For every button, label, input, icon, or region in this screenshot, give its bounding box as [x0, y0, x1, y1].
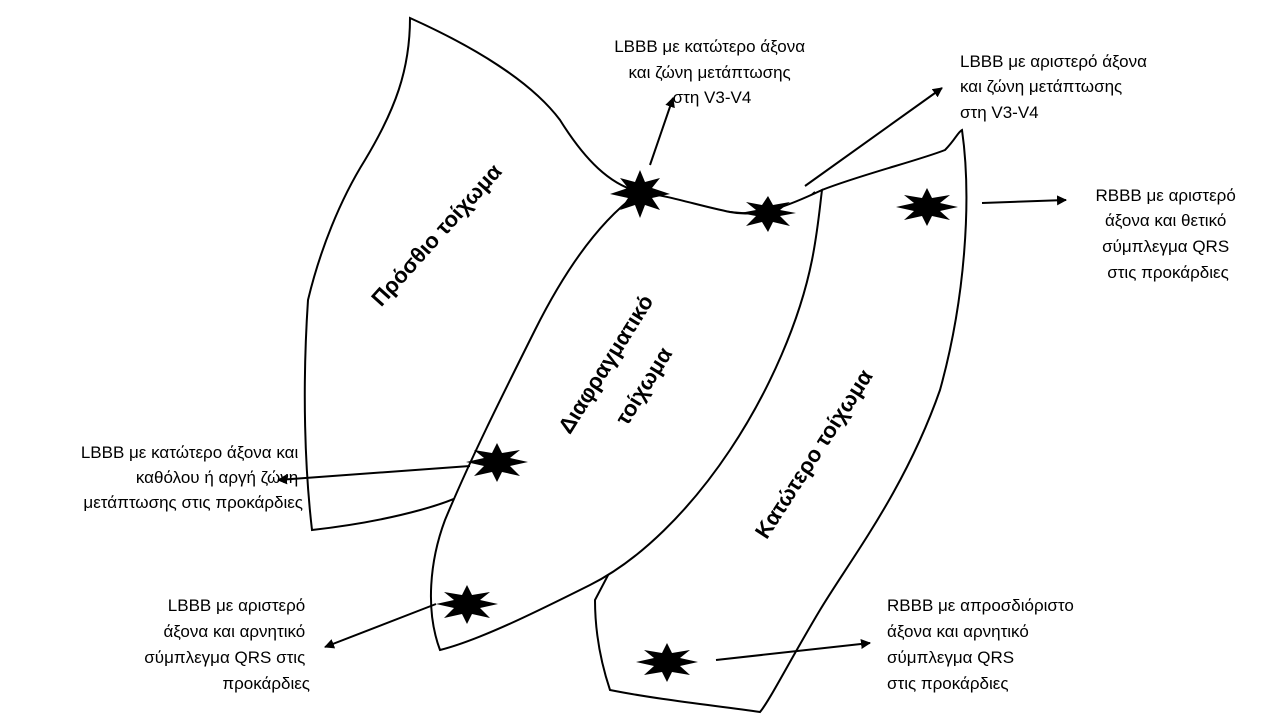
annotation-left-bottom: LBBB με αριστερό άξονα και αρνητικό σύμπ… — [144, 596, 310, 693]
annotation-top-right: LBBB με αριστερό άξονα και ζώνη μετάπτωσ… — [960, 52, 1152, 122]
annotation-left-middle: LBBB με κατώτερο άξονα και καθόλου ή αργ… — [81, 443, 303, 512]
arrow — [982, 200, 1066, 203]
annotation-right: RBBB με αριστερό άξονα και θετικό σύμπλε… — [1095, 186, 1240, 282]
arrow — [650, 98, 673, 165]
annotation-bottom-right: RBBB με απροσδιόριστο άξονα και αρνητικό… — [887, 596, 1079, 693]
arrow — [325, 604, 436, 647]
annotation-top-center: LBBB με κατώτερο άξονα και ζώνη μετάπτωσ… — [614, 37, 810, 107]
